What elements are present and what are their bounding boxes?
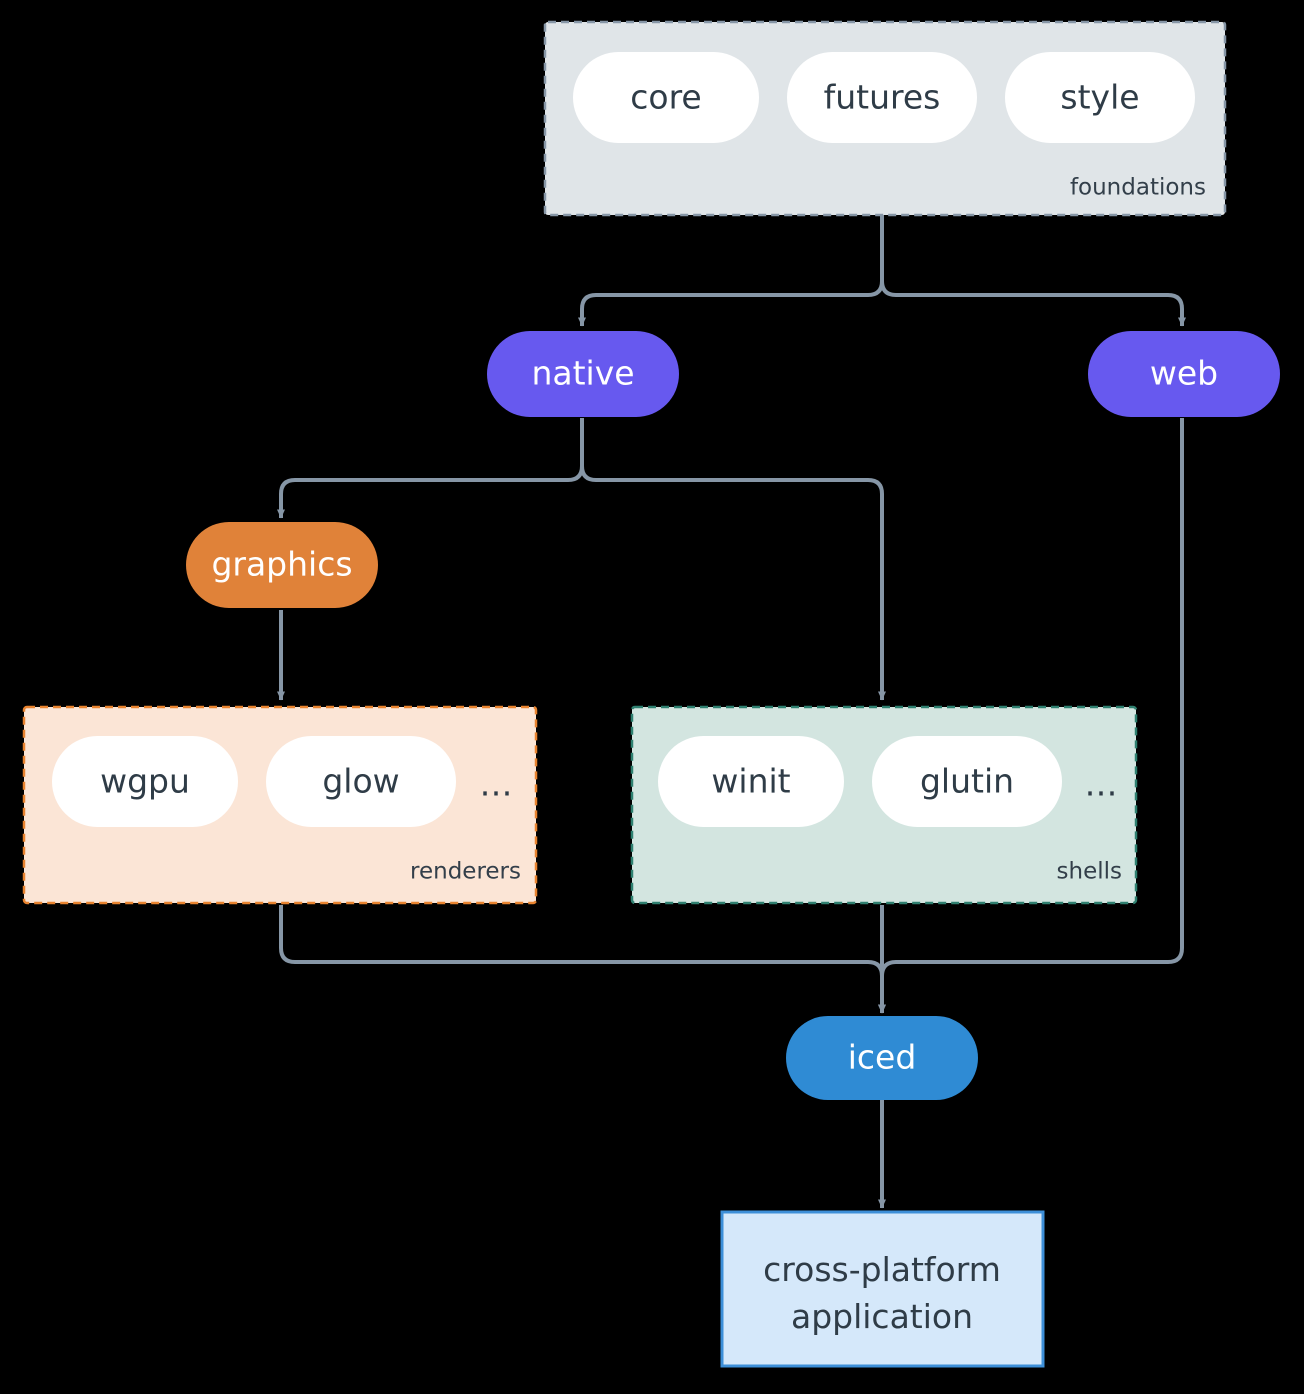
edge-web-iced: [878, 418, 1184, 1014]
edge-foundations-web: [880, 215, 1186, 327]
node-glow-label: glow: [322, 762, 399, 801]
node-graphics-label: graphics: [211, 545, 352, 584]
node-winit[interactable]: [658, 736, 844, 827]
cluster-renderers: wgpu glow … renderers: [22, 705, 538, 905]
node-iced-label: iced: [848, 1038, 917, 1077]
node-graphics[interactable]: graphics: [186, 522, 378, 608]
node-web-label: web: [1150, 354, 1218, 393]
edge-layer: [277, 215, 1186, 1209]
edge-native-shells: [580, 418, 886, 701]
node-core-label: core: [630, 78, 701, 117]
node-iced-shape[interactable]: [786, 1016, 978, 1100]
node-application-shape[interactable]: [720, 1210, 1045, 1368]
cluster-renderers-label: renderers: [410, 859, 521, 885]
node-wgpu[interactable]: [52, 736, 238, 827]
cluster-foundations-label: foundations: [1070, 175, 1206, 201]
node-glutin-label: glutin: [920, 762, 1014, 801]
node-web[interactable]: web: [1088, 331, 1280, 417]
node-iced[interactable]: iced: [786, 1016, 978, 1100]
node-winit-label: winit: [711, 762, 790, 801]
node-native[interactable]: native: [487, 331, 679, 417]
node-shells-more-label: …: [1085, 765, 1118, 804]
node-glow[interactable]: [266, 736, 456, 827]
node-style[interactable]: [1005, 52, 1195, 143]
node-glutin[interactable]: [872, 736, 1062, 827]
node-futures-label: futures: [824, 78, 941, 117]
edge-native-graphics: [277, 418, 584, 519]
cluster-shells-label: shells: [1057, 859, 1122, 885]
node-graphics-shape[interactable]: [186, 522, 378, 608]
node-native-label: native: [531, 354, 634, 393]
edge-renderers-iced: [279, 905, 886, 1014]
cluster-foundations: core futures style foundations: [543, 20, 1227, 217]
edge-foundations-native: [578, 215, 884, 327]
node-application-line1: cross-platform: [763, 1250, 1001, 1289]
node-web-shape[interactable]: [1088, 331, 1280, 417]
node-application-line2: application: [791, 1297, 973, 1336]
node-core[interactable]: [573, 52, 759, 143]
node-renderers-more-label: …: [480, 765, 513, 804]
node-application[interactable]: cross-platform application: [720, 1210, 1045, 1368]
cluster-shells: winit glutin … shells: [630, 705, 1138, 905]
node-wgpu-label: wgpu: [100, 762, 190, 801]
node-native-shape[interactable]: [487, 331, 679, 417]
node-futures[interactable]: [787, 52, 977, 143]
node-style-label: style: [1060, 78, 1139, 117]
